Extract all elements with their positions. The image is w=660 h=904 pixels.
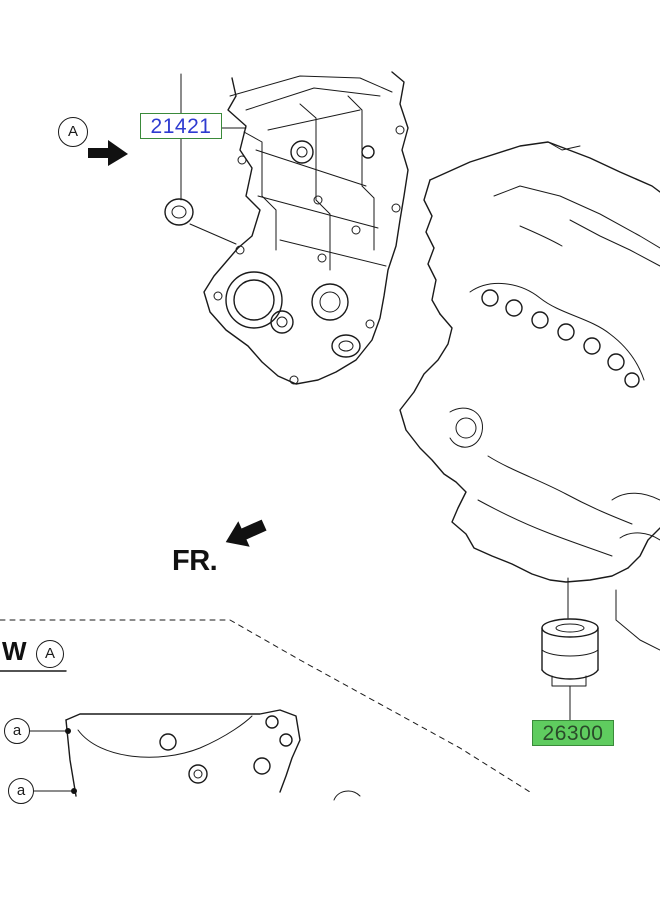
view-ref-marker: A <box>58 117 88 147</box>
part-label-oil-filter[interactable]: 26300 <box>532 720 614 746</box>
callout-a-lower: a <box>8 778 34 804</box>
view-detail <box>0 619 531 801</box>
seal-callout <box>164 73 247 245</box>
timing-cover <box>203 71 409 385</box>
front-marker-label: FR. <box>172 545 218 577</box>
part-label-timing-cover[interactable]: 21421 <box>140 113 222 139</box>
callout-a-upper: a <box>4 718 30 744</box>
front-arrow-icon <box>225 519 267 547</box>
view-title-prefix: W <box>2 636 27 666</box>
view-ref-marker-detail: A <box>36 640 64 668</box>
oil-filter <box>541 577 599 721</box>
engine-block <box>399 141 660 651</box>
view-arrow-icon <box>88 140 128 166</box>
